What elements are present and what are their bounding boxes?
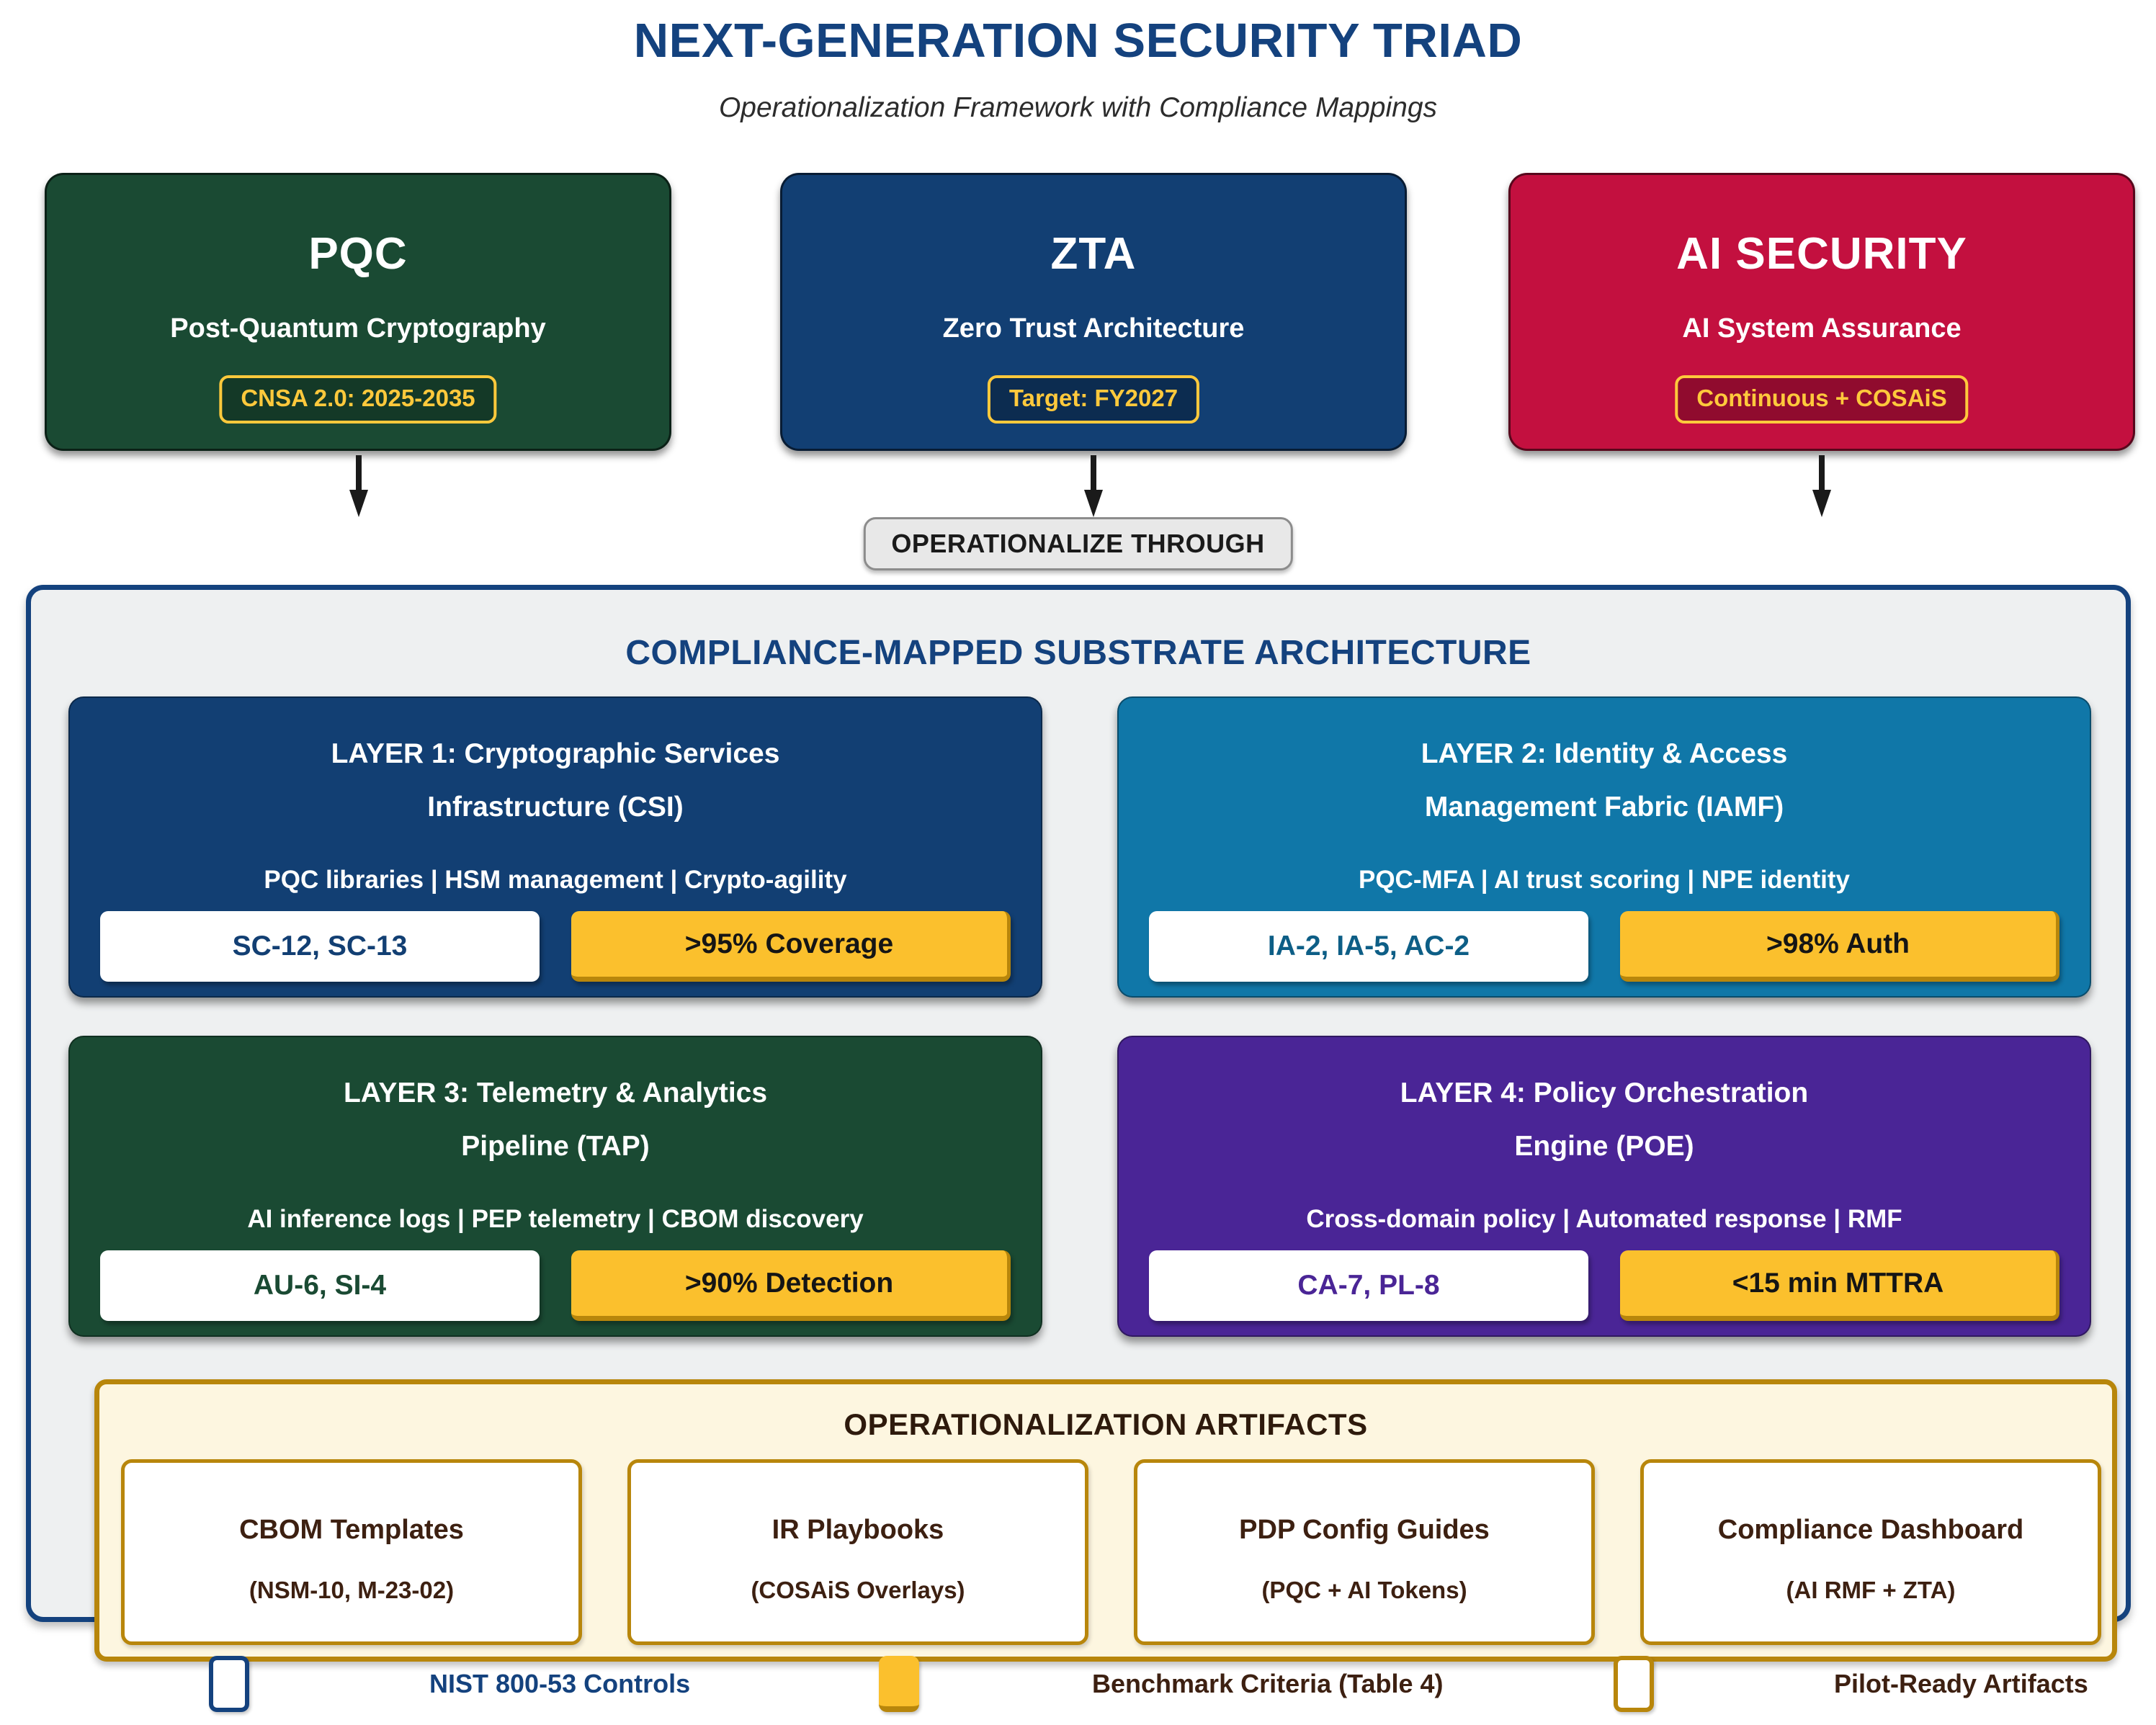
pillar-row: PQC Post-Quantum Cryptography CNSA 2.0: … — [0, 173, 2156, 454]
artifact-card[interactable]: Compliance Dashboard (AI RMF + ZTA) — [1640, 1459, 2101, 1645]
layer-pill-row: IA-2, IA-5, AC-2 >98% Auth — [1149, 911, 2059, 982]
layer-title-line1: LAYER 2: Identity & Access — [1421, 738, 1788, 769]
benchmark-pill[interactable]: >90% Detection — [571, 1250, 1011, 1321]
layer-title-line1: LAYER 1: Cryptographic Services — [331, 738, 780, 769]
layer-pill-row: AU-6, SI-4 >90% Detection — [100, 1250, 1011, 1321]
legend-swatch-controls-icon — [209, 1655, 249, 1712]
legend-label: Pilot-Ready Artifacts — [1834, 1668, 2088, 1698]
layer-pill-row: CA-7, PL-8 <15 min MTTRA — [1149, 1250, 2059, 1321]
arrow-down-icon — [349, 455, 368, 517]
layer-title-line1: LAYER 3: Telemetry & Analytics — [343, 1077, 768, 1108]
artifacts-title: OPERATIONALIZATION ARTIFACTS — [844, 1407, 1368, 1441]
benchmark-pill[interactable]: >98% Auth — [1620, 911, 2059, 982]
layer-capabilities: PQC-MFA | AI trust scoring | NPE identit… — [1358, 866, 1851, 894]
layer-card-4-policy-orchestration[interactable]: LAYER 4: Policy Orchestration Engine (PO… — [1117, 1036, 2091, 1337]
layer-capabilities: Cross-domain policy | Automated response… — [1306, 1205, 1902, 1233]
layer-capabilities: AI inference logs | PEP telemetry | CBOM… — [247, 1205, 864, 1233]
artifact-name: CBOM Templates — [239, 1515, 464, 1545]
legend-item-artifacts: Pilot-Ready Artifacts — [1614, 1646, 2088, 1721]
pillar-card-zta[interactable]: ZTA Zero Trust Architecture Target: FY20… — [780, 173, 1407, 451]
nist-controls-pill[interactable]: SC-12, SC-13 — [100, 911, 540, 982]
benchmark-pill[interactable]: <15 min MTTRA — [1620, 1250, 2059, 1321]
pillar-name: Zero Trust Architecture — [942, 313, 1245, 344]
pillar-badge: Continuous + COSAiS — [1675, 375, 1969, 424]
operationalize-through-label: OPERATIONALIZE THROUGH — [863, 517, 1293, 570]
artifact-reference: (NSM-10, M-23-02) — [249, 1577, 455, 1603]
artifact-card[interactable]: PDP Config Guides (PQC + AI Tokens) — [1134, 1459, 1595, 1645]
layer-title-line2: Infrastructure (CSI) — [427, 792, 684, 823]
nist-controls-pill[interactable]: AU-6, SI-4 — [100, 1250, 540, 1321]
arrow-down-icon — [1084, 455, 1103, 517]
pillar-badge: Target: FY2027 — [987, 375, 1200, 424]
substrate-title: COMPLIANCE-MAPPED SUBSTRATE ARCHITECTURE — [625, 634, 1531, 672]
legend: NIST 800-53 Controls Benchmark Criteria … — [0, 1646, 2156, 1721]
benchmark-pill[interactable]: >95% Coverage — [571, 911, 1011, 982]
page-title: NEXT-GENERATION SECURITY TRIAD — [633, 14, 1523, 68]
pillar-card-pqc[interactable]: PQC Post-Quantum Cryptography CNSA 2.0: … — [45, 173, 671, 451]
artifact-reference: (COSAiS Overlays) — [751, 1577, 965, 1603]
substrate-architecture-panel: COMPLIANCE-MAPPED SUBSTRATE ARCHITECTURE… — [26, 585, 2131, 1662]
pillar-name: Post-Quantum Cryptography — [170, 313, 546, 344]
nist-controls-pill[interactable]: IA-2, IA-5, AC-2 — [1149, 911, 1588, 982]
legend-item-controls: NIST 800-53 Controls — [209, 1646, 690, 1721]
nist-controls-pill[interactable]: CA-7, PL-8 — [1149, 1250, 1588, 1321]
pillar-abbr: AI SECURITY — [1676, 229, 1967, 279]
legend-label: NIST 800-53 Controls — [429, 1668, 691, 1698]
layer-card-1-cryptographic-services[interactable]: LAYER 1: Cryptographic Services Infrastr… — [68, 696, 1042, 998]
pillar-abbr: ZTA — [1050, 229, 1137, 279]
legend-item-benchmark: Benchmark Criteria (Table 4) — [879, 1646, 1444, 1721]
pillar-abbr: PQC — [308, 229, 408, 279]
artifact-reference: (AI RMF + ZTA) — [1786, 1577, 1956, 1603]
pillar-badge: CNSA 2.0: 2025-2035 — [219, 375, 497, 424]
legend-swatch-benchmark-icon — [879, 1655, 919, 1712]
layer-title-line1: LAYER 4: Policy Orchestration — [1400, 1077, 1809, 1108]
page-subtitle: Operationalization Framework with Compli… — [718, 92, 1438, 123]
pillar-card-ai-security[interactable]: AI SECURITY AI System Assurance Continuo… — [1508, 173, 2135, 451]
layer-capabilities: PQC libraries | HSM management | Crypto-… — [264, 866, 847, 894]
artifact-card[interactable]: CBOM Templates (NSM-10, M-23-02) — [121, 1459, 582, 1645]
artifact-reference: (PQC + AI Tokens) — [1261, 1577, 1467, 1603]
layer-title-line2: Engine (POE) — [1514, 1131, 1694, 1162]
layer-card-2-identity-access[interactable]: LAYER 2: Identity & Access Management Fa… — [1117, 696, 2091, 998]
artifacts-panel: OPERATIONALIZATION ARTIFACTS CBOM Templa… — [94, 1379, 2117, 1662]
artifact-name: Compliance Dashboard — [1717, 1515, 2024, 1545]
pillar-name: AI System Assurance — [1682, 313, 1962, 344]
artifact-name: IR Playbooks — [771, 1515, 944, 1545]
legend-swatch-artifacts-icon — [1614, 1655, 1654, 1712]
layer-pill-row: SC-12, SC-13 >95% Coverage — [100, 911, 1011, 982]
layer-title-line2: Management Fabric (IAMF) — [1424, 792, 1784, 823]
artifact-card[interactable]: IR Playbooks (COSAiS Overlays) — [627, 1459, 1088, 1645]
artifact-row: CBOM Templates (NSM-10, M-23-02) IR Play… — [121, 1459, 2101, 1645]
layer-title-line2: Pipeline (TAP) — [461, 1131, 650, 1162]
arrow-down-icon — [1812, 455, 1831, 517]
legend-label: Benchmark Criteria (Table 4) — [1092, 1668, 1444, 1698]
layer-card-3-telemetry-analytics[interactable]: LAYER 3: Telemetry & Analytics Pipeline … — [68, 1036, 1042, 1337]
artifact-name: PDP Config Guides — [1239, 1515, 1490, 1545]
